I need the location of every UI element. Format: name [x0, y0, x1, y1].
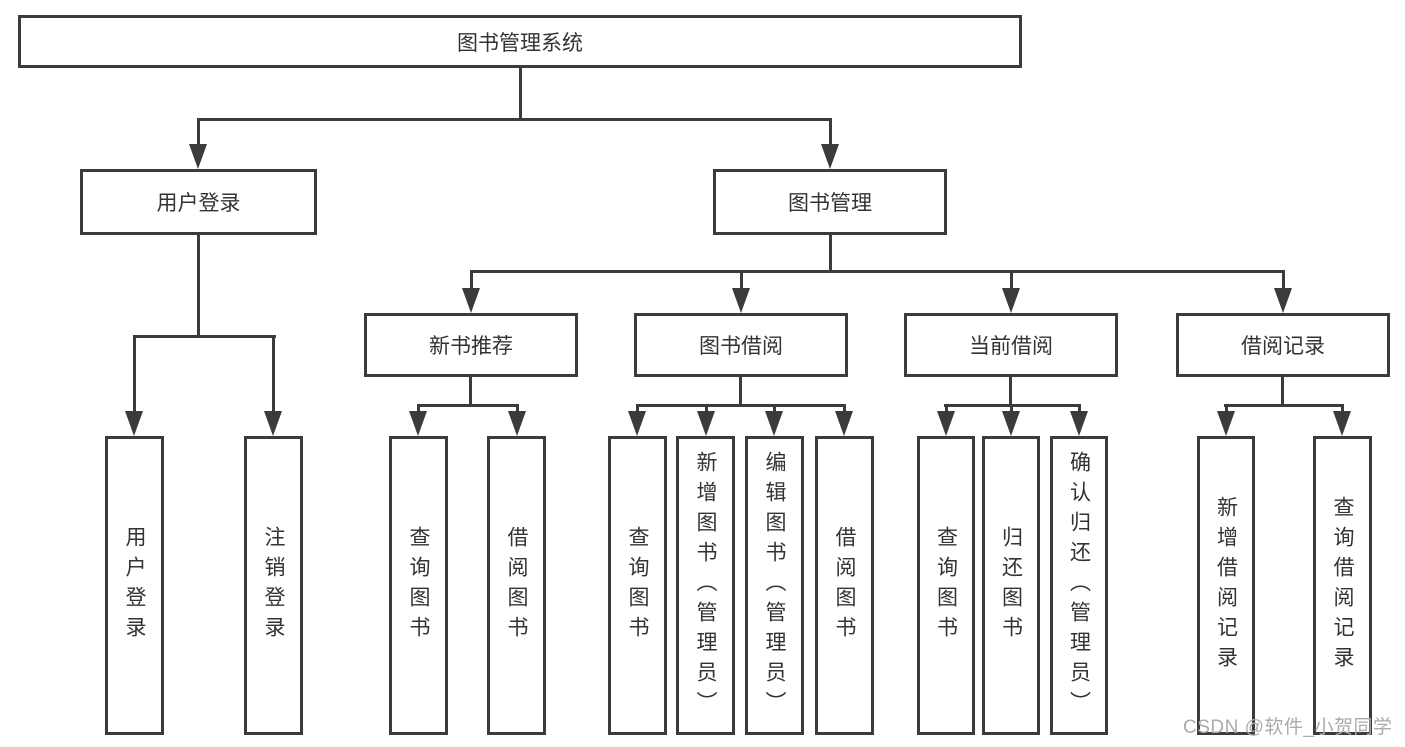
leaf-borrow-edit-book: 编辑图书（管理员）: [745, 436, 804, 735]
arrow-book-borrow-child-4: [835, 404, 853, 436]
leaf-logout-label: 注销登录: [262, 525, 286, 646]
connector-user-login-stem: [197, 235, 200, 335]
connector-borrow-records-stem: [1281, 377, 1284, 407]
leaf-new-book-query: 查询图书: [389, 436, 448, 735]
leaf-new-book-query-label: 查询图书: [407, 525, 431, 646]
arrow-current-borrow-child-1: [937, 404, 955, 436]
connector-current-borrow-bus: [944, 404, 1081, 407]
leaf-logout: 注销登录: [244, 436, 303, 735]
leaf-borrow-query: 查询图书: [608, 436, 667, 735]
node-user-login: 用户登录: [80, 169, 317, 235]
leaf-borrow-add-book: 新增图书（管理员）: [676, 436, 735, 735]
connector-new-book-bus: [417, 404, 518, 407]
connector-borrow-records-bus: [1224, 404, 1343, 407]
arrow-to-leaf-user-login: [125, 335, 143, 436]
connector-root-stem: [519, 68, 522, 118]
leaf-add-borrow-record-label: 新增借阅记录: [1214, 495, 1238, 676]
arrow-borrow-records-child-1: [1217, 404, 1235, 436]
connector-book-borrow-stem: [739, 377, 742, 407]
node-borrow-records: 借阅记录: [1176, 313, 1390, 377]
node-current-borrow: 当前借阅: [904, 313, 1118, 377]
leaf-add-borrow-record: 新增借阅记录: [1197, 436, 1255, 735]
leaf-current-query: 查询图书: [917, 436, 975, 735]
leaf-user-login-label: 用户登录: [123, 525, 147, 646]
leaf-borrow-edit-book-label: 编辑图书（管理员）: [763, 450, 787, 721]
arrow-borrow-records-child-2: [1333, 404, 1351, 436]
leaf-borrow-query-label: 查询图书: [626, 525, 650, 646]
arrow-new-book-child-2: [508, 404, 526, 436]
node-new-book-recommend: 新书推荐: [364, 313, 578, 377]
arrow-to-book-management: [821, 118, 839, 169]
leaf-borrow-add-book-label: 新增图书（管理员）: [694, 450, 718, 721]
connector-book-mgmt-stem: [829, 235, 832, 273]
arrow-to-current-borrow: [1002, 270, 1020, 313]
arrow-current-borrow-child-3: [1070, 404, 1088, 436]
leaf-current-query-label: 查询图书: [934, 525, 958, 646]
node-book-management: 图书管理: [713, 169, 947, 235]
connector-user-login-bus: [133, 335, 276, 338]
leaf-new-book-borrow: 借阅图书: [487, 436, 546, 735]
connector-new-book-stem: [469, 377, 472, 407]
connector-book-borrow-bus: [636, 404, 846, 407]
connector-book-mgmt-bus: [470, 270, 1285, 273]
leaf-return-book-label: 归还图书: [999, 525, 1023, 646]
arrow-book-borrow-child-1: [628, 404, 646, 436]
arrow-to-borrow-records: [1274, 270, 1292, 313]
leaf-query-borrow-record: 查询借阅记录: [1313, 436, 1372, 735]
leaf-return-book: 归还图书: [982, 436, 1040, 735]
arrow-to-user-login: [189, 118, 207, 169]
leaf-query-borrow-record-label: 查询借阅记录: [1331, 495, 1355, 676]
node-root: 图书管理系统: [18, 15, 1022, 68]
connector-current-borrow-stem: [1009, 377, 1012, 407]
arrow-to-leaf-logout: [264, 335, 282, 436]
leaf-confirm-return: 确认归还（管理员）: [1050, 436, 1108, 735]
leaf-user-login: 用户登录: [105, 436, 164, 735]
arrow-current-borrow-child-2: [1002, 404, 1020, 436]
leaf-borrow-book: 借阅图书: [815, 436, 874, 735]
leaf-new-book-borrow-label: 借阅图书: [505, 525, 529, 646]
arrow-new-book-child-1: [409, 404, 427, 436]
connector-root-bus: [197, 118, 832, 121]
arrow-book-borrow-child-3: [765, 404, 783, 436]
arrow-to-book-borrow: [732, 270, 750, 313]
csdn-watermark: CSDN @软件_小贺同学: [1183, 717, 1393, 738]
leaf-confirm-return-label: 确认归还（管理员）: [1067, 450, 1091, 721]
arrow-book-borrow-child-2: [697, 404, 715, 436]
leaf-borrow-book-label: 借阅图书: [833, 525, 857, 646]
node-book-borrow: 图书借阅: [634, 313, 848, 377]
arrow-to-new-book-recommend: [462, 270, 480, 313]
